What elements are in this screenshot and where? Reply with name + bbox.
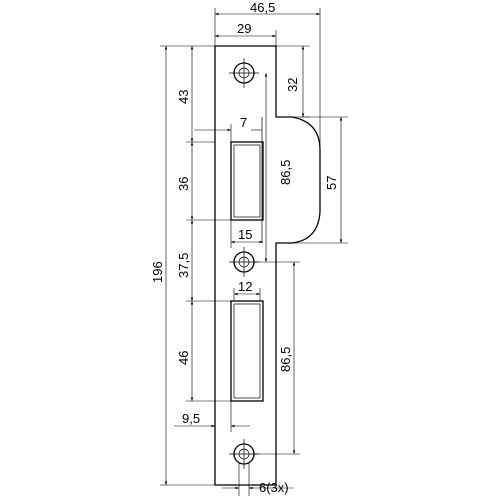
dim-middle-gap: 37,5 xyxy=(176,220,231,302)
dim-top-to-latch: 43 xyxy=(176,46,215,143)
dim-latch-height: 36 xyxy=(176,142,231,221)
dim-plate-width: 29 xyxy=(215,21,277,46)
dim-latch-depth: 15 xyxy=(230,220,263,248)
svg-text:7: 7 xyxy=(240,115,247,130)
svg-text:15: 15 xyxy=(238,227,252,242)
dim-bolt-offset: 9,5 xyxy=(174,401,250,432)
dim-screw-holes: 6(3x) xyxy=(222,462,294,496)
dim-overall-width: 46,5 xyxy=(214,0,321,150)
dim-latch-width: 7 xyxy=(194,115,262,142)
svg-text:46,5: 46,5 xyxy=(250,0,275,15)
dim-hole-spacing-upper: 86,5 xyxy=(264,73,293,262)
svg-text:12: 12 xyxy=(238,279,252,294)
svg-text:37,5: 37,5 xyxy=(176,253,191,278)
dim-lip-height: 57 xyxy=(292,116,348,244)
svg-text:36: 36 xyxy=(176,177,191,191)
svg-text:86,5: 86,5 xyxy=(278,160,293,185)
latch-opening-inner xyxy=(233,144,261,218)
svg-text:6(3x): 6(3x) xyxy=(259,480,289,495)
svg-text:29: 29 xyxy=(237,21,251,36)
svg-text:43: 43 xyxy=(176,90,191,104)
dim-hole-spacing-lower: 86,5 xyxy=(254,261,300,455)
bolt-opening xyxy=(230,300,264,402)
svg-text:46: 46 xyxy=(176,351,191,365)
svg-text:9,5: 9,5 xyxy=(182,411,200,426)
svg-text:196: 196 xyxy=(150,261,165,283)
dim-top-to-lip: 32 xyxy=(276,45,310,118)
dim-bolt-height: 46 xyxy=(176,301,231,402)
svg-text:57: 57 xyxy=(324,176,339,190)
svg-text:32: 32 xyxy=(285,78,300,92)
svg-text:86,5: 86,5 xyxy=(278,347,293,372)
screw-hole-top xyxy=(229,58,259,88)
dim-bolt-width: 12 xyxy=(233,279,261,301)
bolt-opening-inner xyxy=(233,303,261,399)
latch-opening xyxy=(230,141,264,221)
dim-overall-height: 196 xyxy=(150,45,215,486)
